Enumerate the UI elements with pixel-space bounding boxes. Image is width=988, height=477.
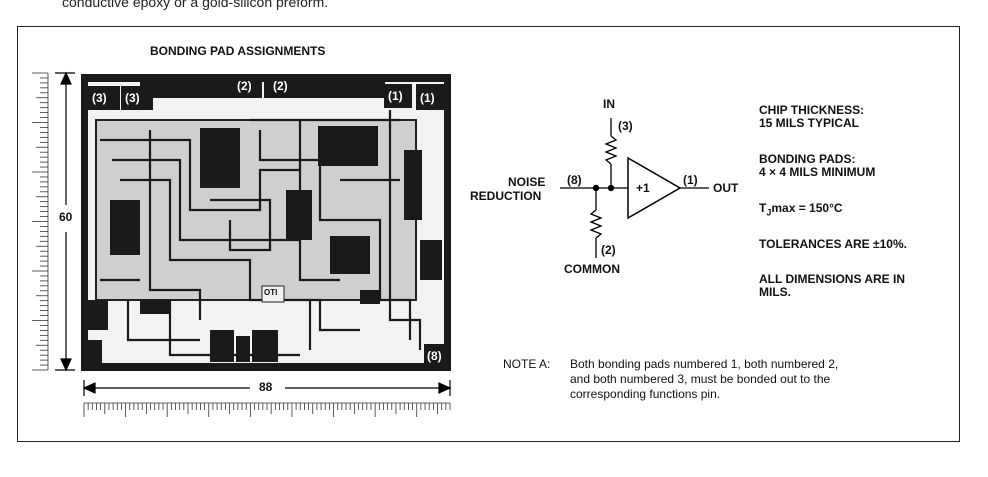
chip-pad-label-1a: (1)	[388, 89, 403, 103]
chip-pad-label-2a: (2)	[237, 79, 252, 93]
tj-subscript: J	[766, 207, 772, 218]
chip-thickness-heading: CHIP THICKNESS:	[759, 103, 865, 117]
out-pin-label: (1)	[683, 173, 698, 187]
amplifier-gain-label: +1	[636, 181, 650, 195]
chip-pad-label-3b: (3)	[125, 91, 140, 105]
noise-label-line1: NOISE	[508, 175, 546, 189]
width-dimension-arrow	[82, 380, 452, 396]
dimensions-note-line1: ALL DIMENSIONS ARE IN	[759, 272, 906, 286]
tj-value: max = 150°C	[771, 201, 843, 215]
out-label: OUT	[713, 181, 739, 195]
note-line2: and both numbered 3, must be bonded out …	[570, 372, 831, 386]
header-text: conductive epoxy or a gold-silicon prefo…	[62, 0, 329, 10]
bonding-pads-heading: BONDING PADS:	[759, 152, 856, 166]
figure-frame	[17, 26, 960, 442]
common-pin-label: (2)	[601, 243, 616, 257]
noise-label-line2: REDUCTION	[470, 189, 542, 203]
vertical-scale	[32, 72, 49, 371]
chip-pad-label-2b: (2)	[273, 79, 288, 93]
chip-thickness-value: 15 MILS TYPICAL	[759, 116, 860, 130]
schematic-diagram	[560, 118, 709, 258]
chip-pad-label-1b: (1)	[420, 91, 435, 105]
note-line1: Both bonding pads numbered 1, both numbe…	[570, 357, 839, 371]
noise-pin-label: (8)	[567, 173, 582, 187]
in-pin-label: (3)	[618, 119, 633, 133]
width-dimension-label: 88	[259, 380, 273, 394]
junction-dot-left	[592, 184, 600, 192]
junction-dot-right	[607, 184, 615, 192]
chip-marking: OTI	[264, 288, 278, 297]
figure-title: BONDING PAD ASSIGNMENTS	[150, 44, 326, 58]
chip-pad-label-3a: (3)	[92, 91, 107, 105]
tj-max-spec: TJmax = 150°C	[759, 202, 843, 219]
chip-pad-label-8: (8)	[427, 349, 442, 363]
bonding-pads-value: 4 × 4 MILS MINIMUM	[759, 165, 876, 179]
tolerances-spec: TOLERANCES ARE ±10%.	[759, 237, 907, 251]
height-dimension-label: 60	[58, 210, 74, 224]
horizontal-scale	[83, 402, 451, 417]
dimensions-note-line2: MILS.	[759, 285, 791, 299]
height-dimension-arrow	[55, 71, 75, 372]
common-label: COMMON	[564, 262, 620, 276]
in-label: IN	[603, 97, 615, 111]
tj-symbol: T	[759, 201, 767, 215]
note-label: NOTE A:	[503, 357, 551, 371]
chip-die	[81, 74, 451, 371]
note-line3: corresponding functions pin.	[570, 387, 721, 401]
